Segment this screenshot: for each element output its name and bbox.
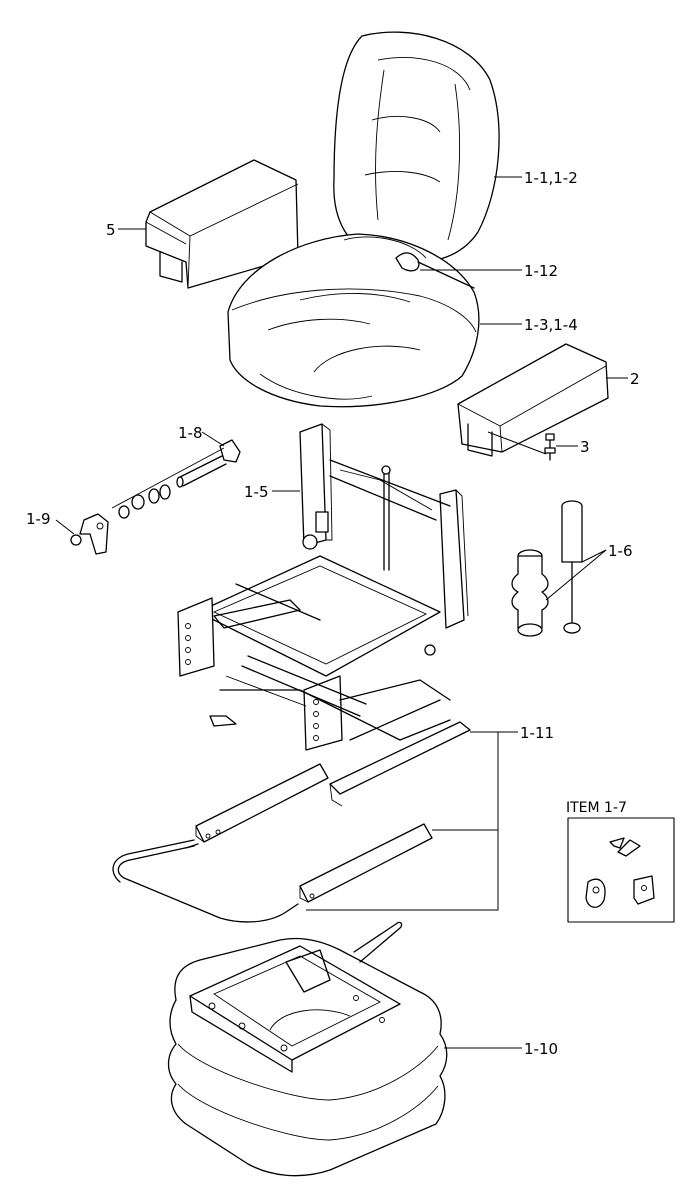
inset-title: ITEM 1-7	[566, 800, 627, 816]
label-armrest-right: 2	[630, 370, 640, 388]
bolt[interactable]	[544, 433, 556, 461]
lever-bracket[interactable]	[70, 513, 109, 555]
pin-kit[interactable]	[111, 439, 241, 519]
label-armrest-left: 5	[106, 221, 116, 239]
label-rails: 1-11	[520, 724, 554, 742]
damper-parts[interactable]	[511, 500, 583, 637]
seat-rails[interactable]	[112, 721, 471, 923]
label-damper: 1-6	[608, 542, 633, 560]
backrest[interactable]	[333, 31, 500, 264]
label-backrest: 1-1,1-2	[524, 169, 578, 187]
seat-cushion[interactable]	[227, 233, 480, 408]
suspension-frame[interactable]	[177, 423, 469, 751]
seat-belt[interactable]	[395, 252, 475, 289]
label-bellows: 1-10	[524, 1040, 558, 1058]
label-bolt: 3	[580, 438, 590, 456]
label-cushion: 1-3,1-4	[524, 316, 578, 334]
inset-item-1-7	[567, 817, 675, 923]
label-kit-1-8: 1-8	[178, 424, 203, 442]
armrest-right[interactable]	[457, 343, 609, 457]
armrest-left[interactable]	[145, 159, 299, 289]
bellows-base[interactable]	[167, 921, 448, 1177]
label-belt: 1-12	[524, 262, 558, 280]
label-frame: 1-5	[244, 483, 269, 501]
label-kit-1-9: 1-9	[26, 510, 51, 528]
